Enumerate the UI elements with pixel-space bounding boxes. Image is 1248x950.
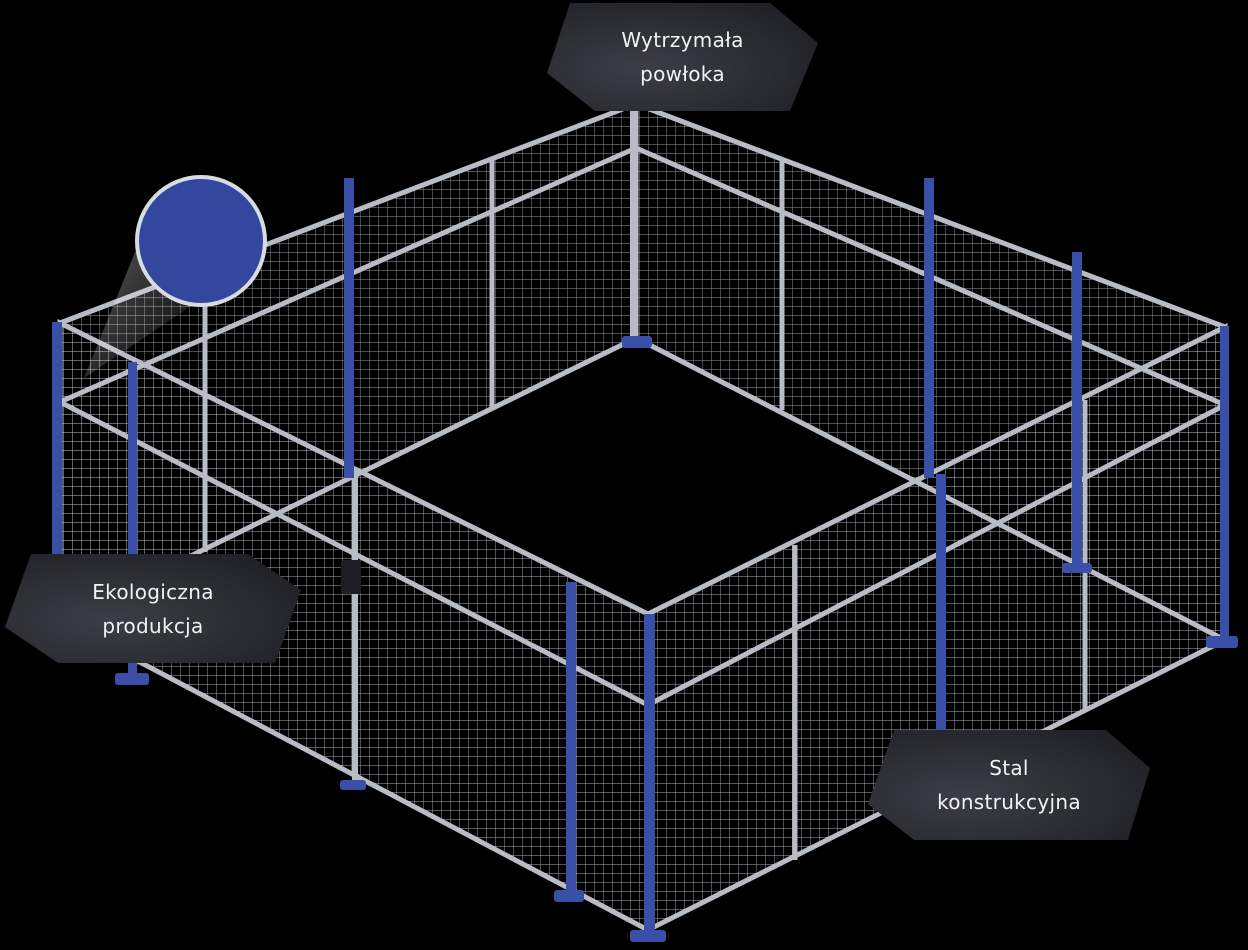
label-left-line2: produkcja <box>102 613 204 638</box>
label-top-line1: Wytrzymała <box>621 28 744 52</box>
label-left-line1: Ekologiczna <box>92 579 214 604</box>
feature-label-coating: Wytrzymała powłoka <box>545 1 820 113</box>
color-swatch-callout <box>84 175 267 378</box>
feature-label-structural-steel: Stal konstrukcyjna <box>866 728 1152 842</box>
gate-lock-icon[interactable] <box>341 560 361 594</box>
label-shape <box>5 554 301 663</box>
label-right-line1: Stal <box>989 756 1029 780</box>
blue-color-swatch-icon <box>135 175 267 307</box>
label-right-line2: konstrukcyjna <box>937 790 1081 814</box>
feature-label-eco-production: Ekologiczna produkcja <box>3 552 303 665</box>
label-shape <box>868 730 1150 840</box>
post-feet <box>115 336 1238 942</box>
label-shape <box>547 3 818 111</box>
blue-posts <box>52 110 1229 939</box>
label-top-line2: powłoka <box>640 62 725 86</box>
